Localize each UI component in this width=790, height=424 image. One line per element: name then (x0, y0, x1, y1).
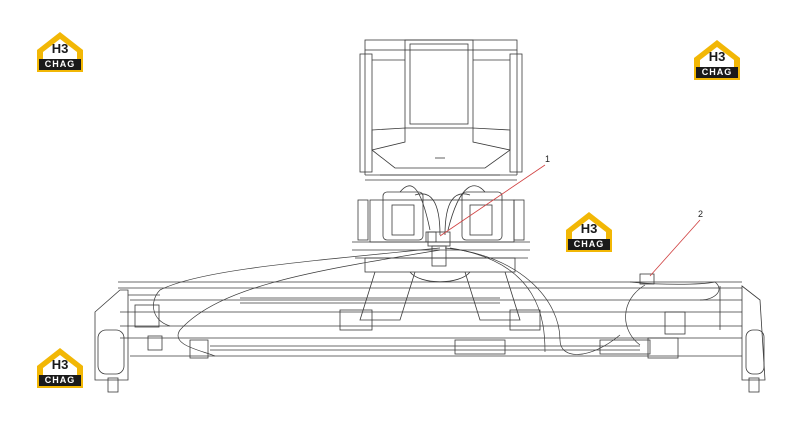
hydraulic-hoses (153, 247, 720, 357)
component-1-valve (425, 231, 437, 243)
watermark-logo: H3 CHAG (562, 208, 616, 254)
callout-label-1: 1 (545, 154, 551, 164)
left-end-beam (94, 289, 209, 393)
watermark-logo: H3 CHAG (690, 36, 744, 82)
watermark-logo: H3 CHAG (33, 344, 87, 390)
logo-mark-text: H3 (708, 49, 726, 64)
logo-mark-text: H3 (580, 221, 598, 236)
logo-mark-text: H3 (51, 41, 69, 56)
callout-label-2: 2 (698, 209, 704, 219)
head-frame (359, 39, 523, 181)
main-beam (118, 281, 742, 357)
logo-label-text: CHAG (39, 375, 81, 386)
logo-label-text: CHAG (696, 67, 738, 78)
component-2-fitting (639, 273, 655, 285)
logo-label-text: CHAG (568, 239, 610, 250)
logo-mark-text: H3 (51, 357, 69, 372)
logo-label-text: CHAG (39, 59, 81, 70)
rotator-assembly (352, 185, 530, 321)
leader-line-1 (439, 164, 546, 237)
right-end-beam (647, 285, 766, 393)
leader-line-2 (649, 219, 701, 277)
watermark-logo: H3 CHAG (33, 28, 87, 74)
